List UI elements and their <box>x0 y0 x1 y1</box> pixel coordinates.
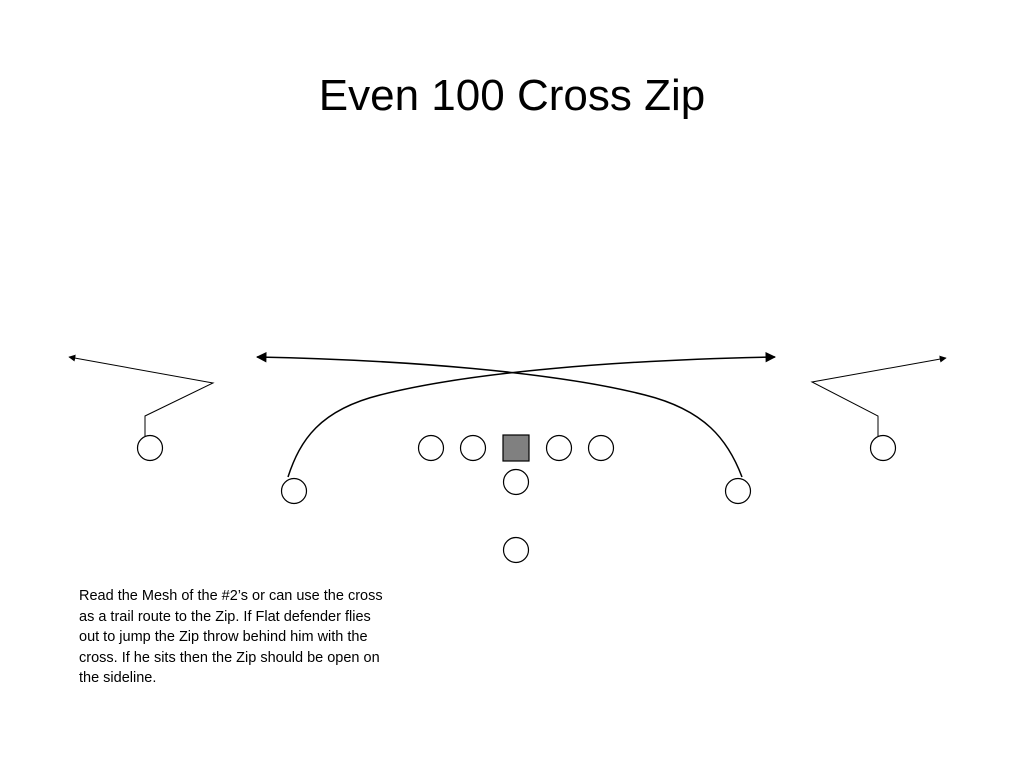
right-tackle-player <box>587 434 615 462</box>
right-slot-receiver-player <box>724 477 752 505</box>
center-player <box>502 434 530 462</box>
right-outside-receiver-player <box>869 434 897 462</box>
coaching-note: Read the Mesh of the #2’s or can use the… <box>79 588 383 686</box>
left-slot-receiver-player <box>280 477 308 505</box>
left-slot-receiver-cross-route <box>287 351 777 478</box>
right-guard-player <box>545 434 573 462</box>
quarterback-player <box>502 468 530 496</box>
left-guard-player <box>459 434 487 462</box>
right-outside-receiver-zip-route <box>810 355 947 436</box>
left-outside-receiver-zip-route <box>68 354 215 436</box>
left-outside-receiver-player <box>136 434 164 462</box>
slide-title: Even 100 Cross Zip <box>318 71 706 120</box>
running-back-player <box>502 536 530 564</box>
right-slot-receiver-cross-route <box>255 351 743 478</box>
left-tackle-player <box>417 434 445 462</box>
